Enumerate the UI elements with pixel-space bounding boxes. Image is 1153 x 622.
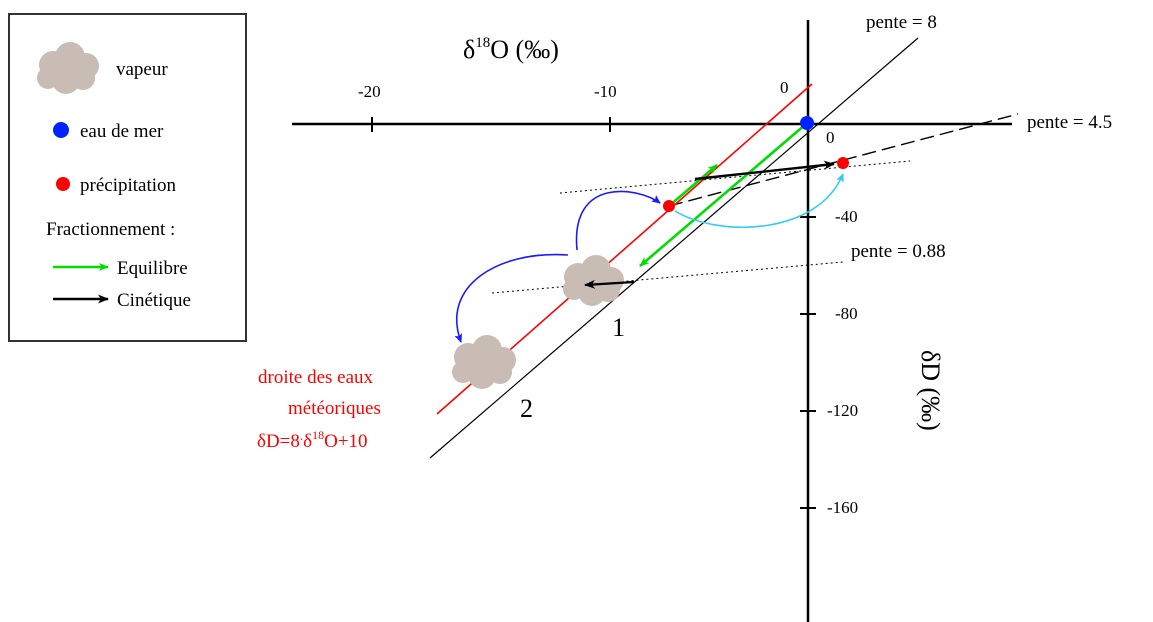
x-tick-label: -20 [358,82,381,101]
gmwl-label: droite des eaux météoriques δD=8.δ18O+10 [257,367,381,452]
kinetic-arrow-to-vapour-1 [584,279,635,289]
y-tick-label: -40 [835,207,858,226]
transport-arrow-upper [575,190,661,251]
equilibrium-arrow-up [668,164,718,207]
legend-precipitation-dot-icon [56,177,70,191]
y-tick-label: -120 [827,401,858,420]
precipitation-point-1 [663,200,675,212]
legend-vapour-cloud-icon [37,42,99,94]
slope-8-line [429,37,919,459]
equilibrium-arrow-seawater-to-vapour [639,123,807,267]
legend-seawater-dot-icon [53,122,69,138]
vapour-cloud-1-icon [563,255,624,306]
legend-precipitation-label: précipitation [80,175,177,196]
gmwl-label-line-2: météoriques [288,398,381,419]
slope-8-label: pente = 8 [866,12,937,33]
seawater-point [800,116,814,130]
gmwl-equation: δD=8.δ18O+10 [257,428,368,452]
legend-kinetic-label: Cinétique [117,290,191,311]
vapour-2-number: 2 [520,394,533,423]
axes: -20 -10 0 0 -40 -80 -120 -160 δ18O (‰) δ… [292,20,1012,622]
gmwl-label-line-1: droite des eaux [258,367,374,388]
legend: vapeur eau de mer précipitation Fraction… [8,13,247,342]
y-tick-label: -80 [835,304,858,323]
legend-vapour-label: vapeur [116,59,168,80]
x-tick-label: -10 [594,82,617,101]
slope-0-88-upper-dotted [559,160,911,194]
y-axis-title: δD (‰) [916,350,945,431]
return-arrow-cyan [674,173,844,229]
fractionation-arrows [454,123,844,343]
legend-equilibrium-label: Equilibre [117,258,188,279]
kinetic-arrow-to-precip [694,160,835,181]
precipitation-point-0 [837,157,849,169]
legend-seawater-label: eau de mer [80,121,164,142]
slope-4-5-label: pente = 4.5 [1027,112,1112,133]
legend-fractionation-title: Fractionnement : [46,219,175,240]
x-tick-label: 0 [780,78,789,97]
transport-arrow-lower [454,253,569,343]
slope-0-88-lower-dotted [491,261,844,294]
y-tick-label: -160 [827,498,858,517]
x-origin-label-right: 0 [826,128,835,147]
x-axis-title: δ18O (‰) [463,35,559,64]
vapour-cloud-2-icon [452,335,516,389]
vapour-1-number: 1 [612,313,625,342]
slope-0-88-label: pente = 0.88 [851,241,946,262]
